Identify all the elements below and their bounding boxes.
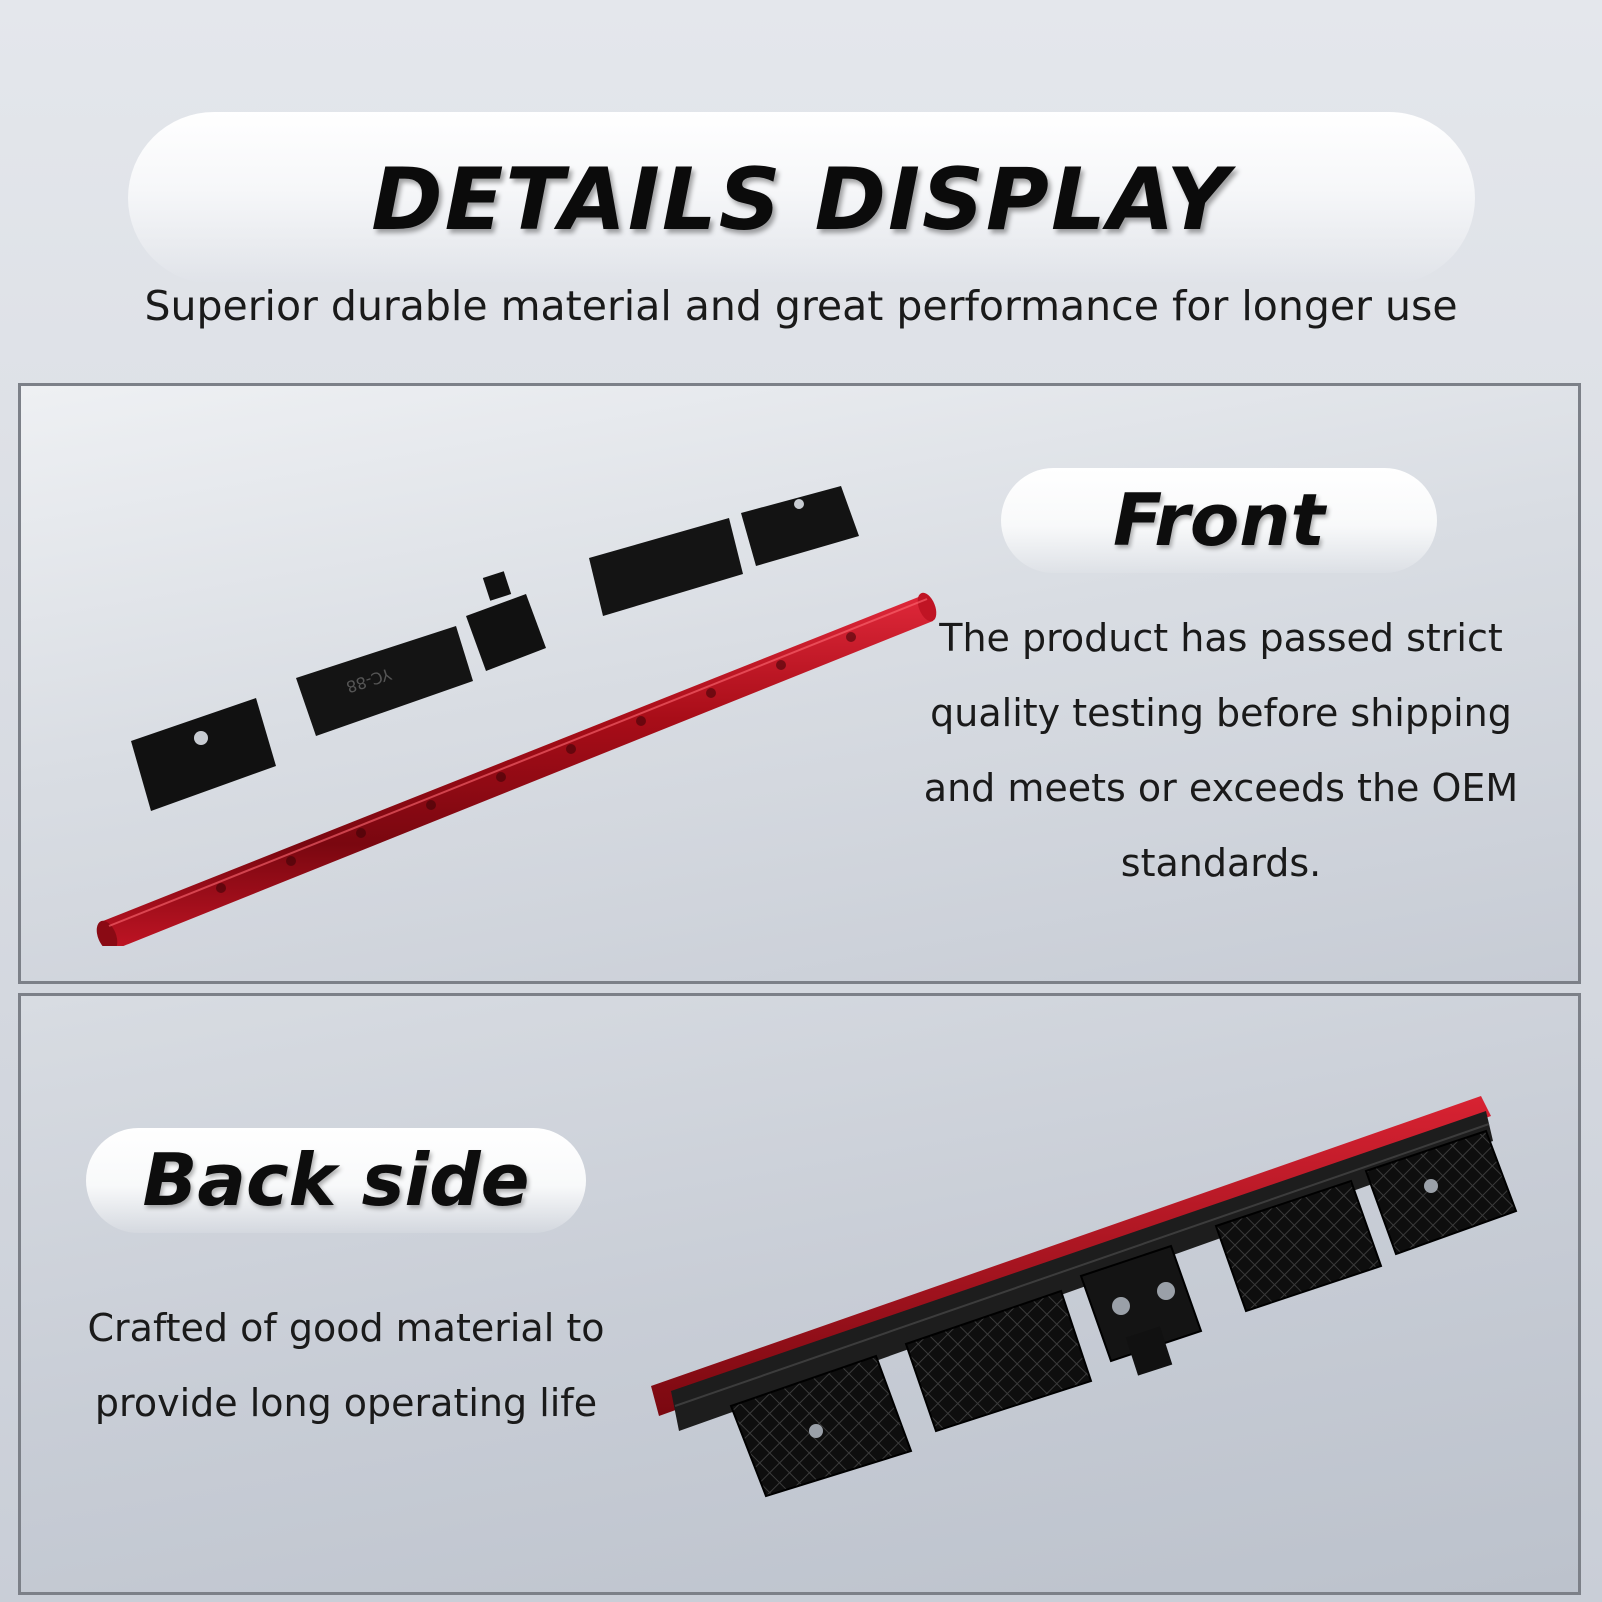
- title-banner: [128, 112, 1475, 284]
- front-panel: YC-88 Front The product has passed stric…: [18, 383, 1581, 984]
- page-subtitle: Superior durable material and great perf…: [144, 282, 1458, 330]
- back-label: Back side: [142, 1138, 530, 1222]
- front-label-banner: [1001, 468, 1437, 573]
- front-description: The product has passed strict quality te…: [923, 616, 1519, 885]
- brake-light-back-image: [651, 1096, 1518, 1498]
- back-description: Crafted of good material to provide long…: [87, 1306, 605, 1425]
- back-panel: Back side Crafted of good material to pr…: [18, 993, 1581, 1595]
- front-label: Front: [1113, 478, 1325, 562]
- brake-light-front-image: YC-88: [96, 486, 937, 946]
- page-title: DETAILS DISPLAY: [371, 150, 1231, 250]
- back-label-banner: [86, 1128, 586, 1233]
